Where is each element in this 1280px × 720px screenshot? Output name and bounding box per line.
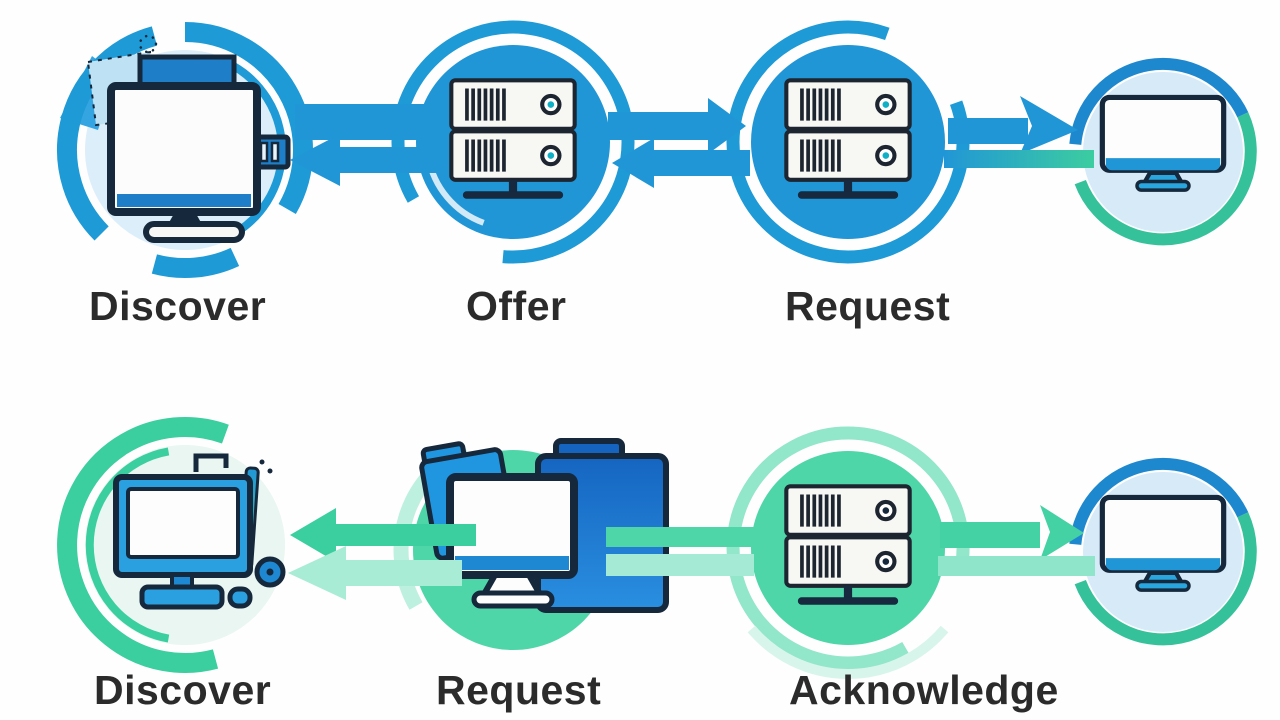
mouse	[227, 586, 253, 609]
desktop-computer-icon	[113, 453, 286, 610]
desktop-computer-icon	[86, 34, 291, 243]
node-client-terminal	[1069, 57, 1257, 246]
ring-blue-arc	[1069, 57, 1249, 145]
stage-label-request-row2: Request	[436, 667, 602, 713]
outer-light-arc	[747, 625, 949, 679]
stage-label-request-row1: Request	[785, 283, 951, 329]
row2-connectors	[288, 505, 1095, 600]
arrow-offer-to-request	[608, 98, 746, 154]
ring-green-arc	[1074, 112, 1257, 246]
arrow-acknowledge-to-client	[940, 505, 1084, 560]
arrow-offer-to-discover	[290, 134, 436, 186]
circular-arrow-ring	[726, 426, 970, 670]
arrow-request-to-discover-dark	[290, 508, 476, 562]
connector-acknowledge-client-bottom	[938, 556, 1095, 576]
antenna-decoration	[193, 453, 229, 472]
stage-label-discover-row2: Discover	[94, 667, 272, 713]
node-client-discover	[57, 22, 314, 278]
ring-blue-arc	[1069, 457, 1249, 545]
node-server-offer	[391, 20, 635, 264]
server-icon	[786, 80, 909, 198]
node-server-acknowledge	[726, 426, 970, 679]
stage-label-acknowledge: Acknowledge	[789, 667, 1059, 713]
stage-label-discover-row1: Discover	[89, 283, 267, 329]
arrow-request-to-client	[948, 96, 1078, 154]
server-icon	[451, 80, 574, 198]
connector-request-acknowledge-top	[606, 527, 754, 547]
node-client-discover-2	[57, 417, 286, 673]
row1-connectors	[290, 96, 1094, 188]
arrow-request-to-offer	[612, 138, 750, 188]
circular-arrow-ring	[726, 20, 970, 264]
row-dhcp-green	[57, 417, 1257, 679]
row-dhcp-blue	[57, 20, 1257, 278]
connector-discover-offer-top	[295, 104, 427, 140]
server-icon	[786, 486, 909, 604]
arrow-request-to-discover-light	[288, 546, 462, 600]
ring-green-arc	[1074, 512, 1257, 646]
circular-arrow-ring	[57, 417, 229, 673]
connector-request-acknowledge-bottom	[606, 554, 754, 576]
keyboard	[139, 584, 225, 610]
node-server-request	[726, 20, 970, 264]
sparkle-dots	[138, 34, 158, 54]
node-client-terminal-2	[1069, 457, 1257, 646]
stage-label-offer: Offer	[466, 283, 567, 329]
connector-request-client-bottom	[944, 150, 1094, 168]
